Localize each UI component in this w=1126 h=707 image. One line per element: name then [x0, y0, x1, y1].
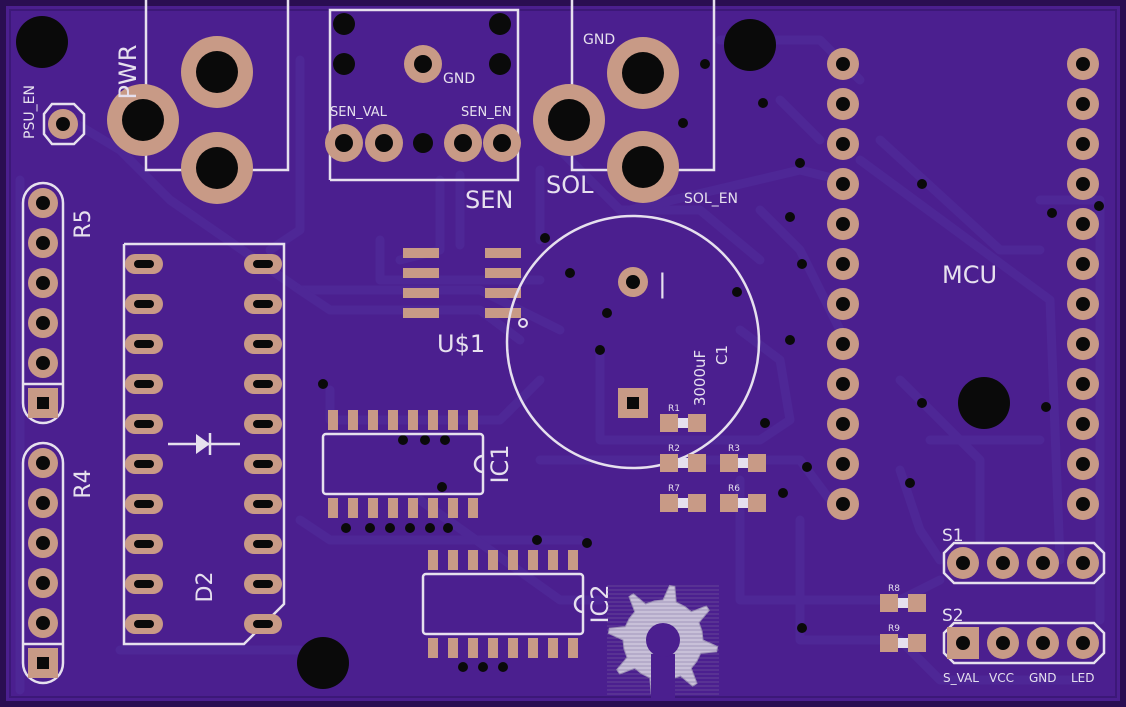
ic2-pad [508, 638, 518, 658]
r4-header: R4 [21, 441, 96, 685]
ic2-pad [468, 638, 478, 658]
mounting-hole-top-right [724, 19, 776, 71]
mounting-hole-right [958, 377, 1010, 429]
r4-label: R4 [71, 469, 96, 498]
c1-capacitor: | 3000uF C1 [505, 214, 761, 470]
ic2-pad [568, 638, 578, 658]
ic1-pad [448, 410, 458, 430]
c1-value: 3000uF [691, 350, 709, 406]
r5-label: R5 [71, 209, 96, 238]
ic2-label: IC2 [586, 584, 614, 623]
d2-component: D2 [122, 242, 286, 646]
resistor-label: R6 [728, 484, 740, 494]
resistor-label: R3 [728, 444, 740, 454]
mcu-label: MCU [942, 261, 997, 289]
ic1-pad [328, 410, 338, 430]
mcu-header-right [1067, 48, 1099, 520]
resistor-r3: R3 [720, 444, 766, 472]
ic2-pad [428, 550, 438, 570]
resistor-label: R2 [668, 444, 680, 454]
ic1-pad [328, 498, 338, 518]
ic1-pad [368, 498, 378, 518]
ic2-pad [508, 550, 518, 570]
ic1-pad [368, 410, 378, 430]
s2-label: S2 [942, 606, 964, 626]
ic1-label: IC1 [486, 444, 514, 483]
vias [318, 59, 1104, 672]
ic2-pad [428, 638, 438, 658]
d2-label: D2 [193, 572, 218, 603]
ic1-pad [348, 498, 358, 518]
ic1-pad [408, 410, 418, 430]
mounting-hole-top-left [16, 16, 68, 68]
resistor-r6: R6 [720, 484, 766, 512]
ic2-pad [548, 550, 558, 570]
mounting-holes [16, 16, 1010, 689]
vcc-label: VCC [989, 671, 1014, 685]
resistor-label: R9 [888, 624, 900, 634]
psu-en-pad: PSU_EN [22, 85, 86, 146]
resistor-r2: R2 [660, 444, 706, 472]
s-val-label: S_VAL [943, 671, 979, 685]
sen-gnd-label: GND [443, 71, 475, 87]
u1-chip: U$1 [403, 248, 528, 358]
sen-en-label: SEN_EN [461, 105, 512, 120]
resistor-r9: R9 [880, 624, 926, 652]
resistor-r1: R1 [660, 404, 706, 432]
resistor-r7: R7 [660, 484, 706, 512]
ic2-pad [448, 638, 458, 658]
diode-icon [168, 433, 240, 455]
sen-val-label: SEN_VAL [330, 105, 388, 120]
sol-label: SOL [546, 171, 594, 199]
pwr-label: PWR [114, 45, 142, 100]
ic2-pad [528, 550, 538, 570]
gnd-label: GND [1029, 671, 1057, 685]
ic1-pad [468, 498, 478, 518]
ic1-pad [428, 498, 438, 518]
pwr-connector: PWR [107, 0, 290, 204]
sol-connector: GND SOL SOL_EN [533, 0, 738, 207]
r5-header: R5 [21, 181, 96, 425]
ic1-pad [408, 498, 418, 518]
ic1-pad [348, 410, 358, 430]
gear-icon [607, 584, 719, 698]
sen-label: SEN [465, 186, 513, 214]
resistor-label: R8 [888, 584, 900, 594]
sol-en-label: SOL_EN [684, 191, 738, 207]
sen-connector: GND SEN_VAL SEN_EN SEN [325, 8, 521, 214]
ic2-pad [528, 638, 538, 658]
ic1-chip: IC1 [321, 410, 514, 518]
u1-label: U$1 [437, 330, 485, 358]
ic2-chip: IC2 [421, 550, 614, 658]
ic1-pad [428, 410, 438, 430]
ic2-pad [568, 550, 578, 570]
s1-label: S1 [942, 526, 964, 546]
resistor-r8: R8 [880, 584, 926, 612]
led-label: LED [1071, 671, 1095, 685]
ic1-pad [448, 498, 458, 518]
s1-header: S1 [942, 526, 1106, 585]
c1-label: C1 [713, 345, 731, 365]
c1-pin-mark: | [658, 269, 667, 299]
psu-en-label: PSU_EN [22, 85, 38, 139]
ic1-pad [388, 498, 398, 518]
resistor-label: R1 [668, 404, 680, 414]
resistor-label: R7 [668, 484, 680, 494]
s2-header: S2 S_VAL VCC GND LED [942, 606, 1106, 685]
mcu-header-left [827, 48, 859, 520]
ic2-pad [488, 550, 498, 570]
ic2-pad [448, 550, 458, 570]
sol-gnd-label: GND [583, 32, 615, 48]
ic1-pad [388, 410, 398, 430]
ic1-pad [468, 410, 478, 430]
ic2-pad [548, 638, 558, 658]
mounting-hole-bottom [297, 637, 349, 689]
ic2-pad [468, 550, 478, 570]
ic2-pad [488, 638, 498, 658]
